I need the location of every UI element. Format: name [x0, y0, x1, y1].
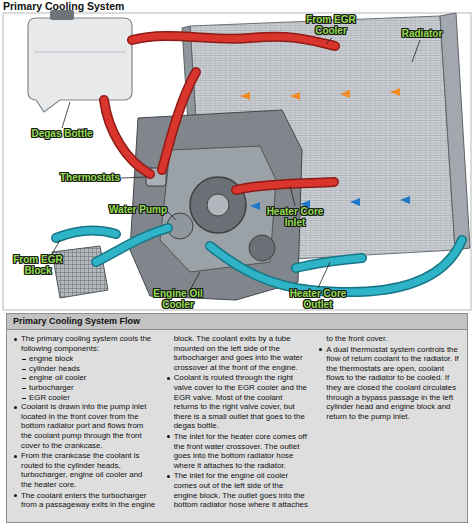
list-text: cylinder heads [29, 364, 80, 373]
flow-arrow [350, 198, 360, 206]
hot-hose [236, 182, 334, 190]
flow-arrow [290, 92, 300, 100]
leader-line [168, 212, 176, 220]
list-item: EGR cooler [13, 393, 156, 403]
bullet-item: The primary cooling system cools the fol… [13, 334, 156, 353]
list-text: engine oil cooler [29, 373, 86, 382]
panel-heading: Primary Cooling System Flow [7, 314, 467, 330]
hose-outline [132, 36, 335, 46]
cold-hose [210, 240, 462, 292]
diagram-title: Primary Cooling System [3, 0, 124, 13]
callout-label: Degas Bottle [22, 128, 102, 139]
hot-hose [132, 36, 335, 46]
pulley [249, 235, 275, 261]
hose-outline [236, 182, 334, 190]
bullet-dot [167, 435, 170, 438]
bullet-item: A dual thermostat system controls the fl… [318, 345, 461, 422]
leader-line [52, 240, 60, 254]
callout-label: Radiator [392, 28, 452, 39]
bullet-dot [14, 455, 17, 458]
callout-label: Heater Core Outlet [285, 288, 351, 310]
cooling-illustration [0, 0, 474, 312]
bullet-text: Coolant is routed through the right valv… [174, 373, 307, 430]
flow-arrow [240, 92, 250, 100]
flow-arrow [340, 90, 350, 98]
callout-label: Water Pump [98, 204, 178, 215]
hot-hose [104, 100, 150, 174]
bullet-item: Coolant is routed through the right valv… [166, 373, 309, 431]
flow-arrow [400, 196, 410, 204]
hose-outline [104, 100, 150, 174]
bullet-text: The inlet for the heater core comes off … [174, 432, 307, 470]
cold-hose [56, 231, 116, 238]
list-text: turbocharger [29, 383, 74, 392]
bullet-text: From the crankcase the coolant is routed… [21, 451, 143, 489]
leader-line [190, 272, 200, 290]
bullet-dot [14, 406, 17, 409]
text-panel: Primary Cooling System FlowThe primary c… [6, 313, 468, 523]
oil-cooler [52, 246, 108, 298]
list-text: EGR cooler [29, 393, 70, 402]
pulley-hub [207, 194, 229, 216]
dash-mark [22, 388, 26, 389]
list-item: cylinder heads [13, 364, 156, 374]
hose-outline [296, 258, 362, 268]
leader-line [318, 262, 330, 288]
callout-layer: From EGR CoolerRadiatorDegas BottleTherm… [0, 0, 474, 312]
leader-line [326, 38, 332, 44]
bullet-dot [14, 494, 17, 497]
dash-mark [22, 378, 26, 379]
bullet-dot [14, 338, 17, 341]
leader-line [290, 186, 295, 206]
bullet-item: The inlet for the heater core comes off … [166, 432, 309, 470]
hose-outline [210, 240, 462, 292]
dash-mark [22, 359, 26, 360]
picture-frame [3, 13, 471, 310]
callout-label: Thermostats [50, 172, 130, 183]
bullet-text: The primary cooling system cools the fol… [21, 334, 151, 353]
leader-line [412, 40, 420, 62]
list-item: engine oil cooler [13, 373, 156, 383]
callout-label: Engine Oil Cooler [148, 288, 208, 310]
bullet-text: A dual thermostat system controls the fl… [326, 345, 458, 421]
bullet-item: Coolant is drawn into the pump inlet loc… [13, 402, 156, 450]
bullet-item: From the crankcase the coolant is routed… [13, 451, 156, 489]
callout-label: From EGR Block [8, 254, 68, 276]
callout-label: From EGR Cooler [300, 14, 362, 36]
hose-outline [56, 231, 116, 238]
dash-mark [22, 369, 26, 370]
leader-line [62, 102, 70, 128]
list-item: turbocharger [13, 383, 156, 393]
bullet-dot [167, 377, 170, 380]
degas-bottle [28, 18, 132, 112]
bullet-text: Coolant is drawn into the pump inlet loc… [21, 402, 146, 449]
bullet-dot [319, 348, 322, 351]
text-columns: The primary cooling system cools the fol… [7, 330, 467, 522]
callout-label: Heater Core Inlet [262, 206, 328, 228]
radiator-tank [440, 13, 470, 250]
bullet-dot [167, 475, 170, 478]
list-text: engine block [29, 354, 73, 363]
flow-arrow [390, 88, 400, 96]
cold-hose [296, 258, 362, 268]
dash-mark [22, 398, 26, 399]
hot-hoses [104, 36, 335, 190]
leader-line [121, 177, 146, 178]
cold-hoses [56, 228, 462, 292]
list-item: engine block [13, 354, 156, 364]
fluid-level [34, 52, 126, 53]
leader-lines [52, 38, 420, 290]
hot-hose [162, 72, 196, 170]
flow-arrow [250, 202, 260, 210]
hose-outline [162, 72, 196, 170]
